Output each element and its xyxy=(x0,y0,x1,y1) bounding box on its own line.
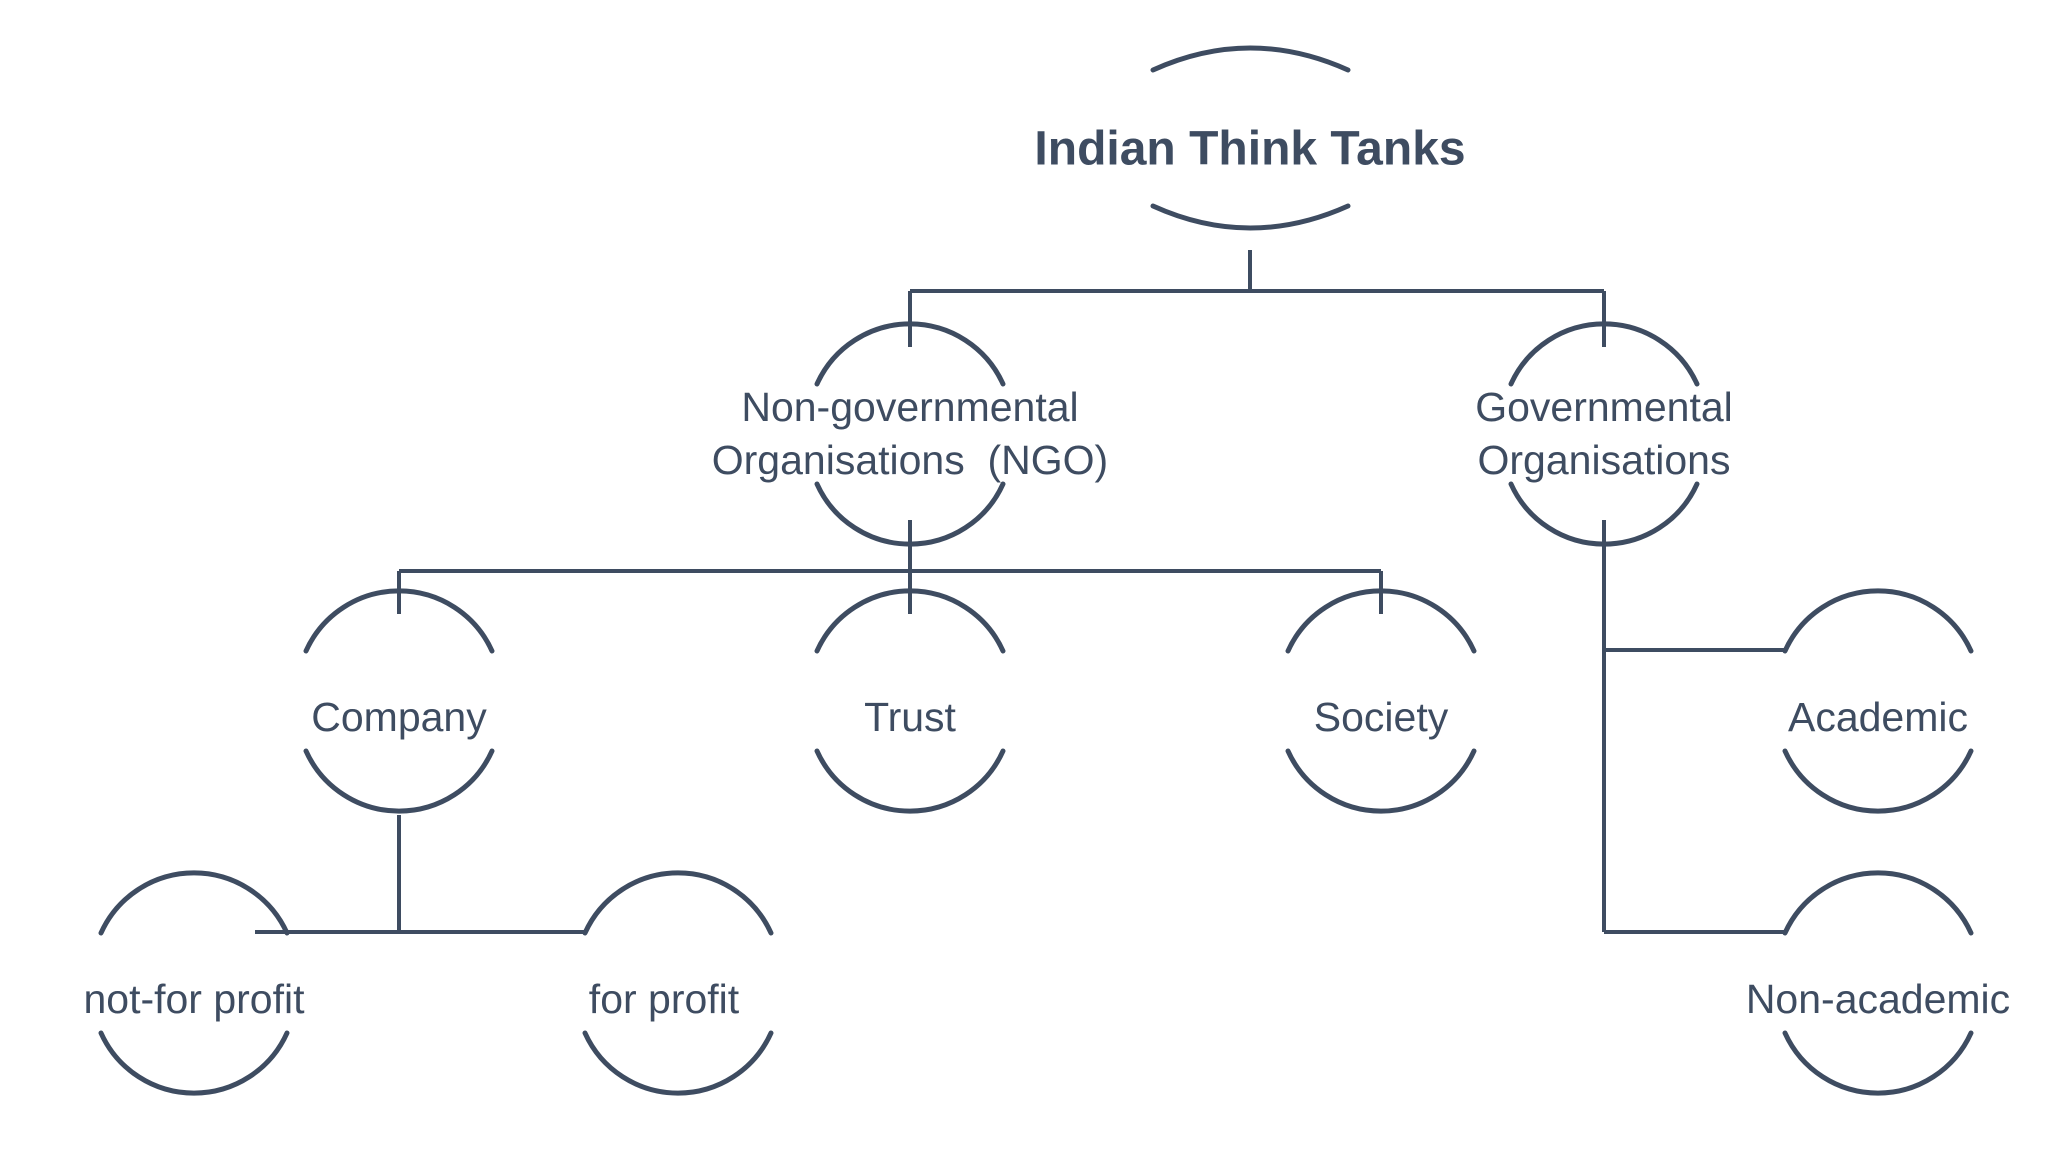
node-arc-top xyxy=(1150,45,1351,73)
node-arc-top xyxy=(814,321,1006,387)
node-label-non-academic: Non-academic xyxy=(1746,976,2010,1022)
node-arc-top xyxy=(1782,588,1974,654)
node-arc-bottom xyxy=(1782,748,1974,814)
node-academic[interactable]: Academic xyxy=(1782,588,1974,814)
node-arc-top xyxy=(814,588,1006,654)
node-label-root: Indian Think Tanks xyxy=(1034,123,1465,176)
edge-layer xyxy=(255,250,1785,934)
node-arc-bottom xyxy=(98,1030,290,1096)
node-governmental-organisations[interactable]: Governmental Organisations xyxy=(1475,321,1733,547)
node-label-gov-line2: Organisations xyxy=(1478,437,1731,483)
node-label-trust: Trust xyxy=(864,694,956,740)
node-trust[interactable]: Trust xyxy=(814,588,1006,814)
node-label-society: Society xyxy=(1314,694,1449,740)
node-arc-top xyxy=(98,870,290,936)
node-society[interactable]: Society xyxy=(1285,588,1477,814)
node-label-company: Company xyxy=(311,694,487,740)
node-non-governmental-organisations[interactable]: Non-governmental Organisations (NGO) xyxy=(712,321,1108,547)
node-arc-bottom xyxy=(1285,748,1477,814)
node-arc-bottom xyxy=(1782,1030,1974,1096)
node-arc-bottom xyxy=(1150,203,1351,231)
node-arc-bottom xyxy=(814,481,1006,547)
node-arc-top xyxy=(303,588,495,654)
node-arc-top xyxy=(1285,588,1477,654)
node-arc-bottom xyxy=(814,748,1006,814)
node-for-profit[interactable]: for profit xyxy=(582,870,774,1096)
node-label-not-for-profit: not-for profit xyxy=(83,976,305,1022)
node-arc-top xyxy=(1508,321,1700,387)
node-arc-bottom xyxy=(303,748,495,814)
node-not-for-profit[interactable]: not-for profit xyxy=(83,870,305,1096)
node-arc-top xyxy=(1782,870,1974,936)
node-label-for-profit: for profit xyxy=(589,976,740,1022)
node-indian-think-tanks[interactable]: Indian Think Tanks xyxy=(1034,45,1466,231)
node-company[interactable]: Company xyxy=(303,588,495,814)
node-non-academic[interactable]: Non-academic xyxy=(1746,870,2010,1096)
node-label-ngo-line1: Non-governmental xyxy=(741,384,1078,430)
node-label-ngo-line2: Organisations (NGO) xyxy=(712,437,1108,483)
node-label-academic: Academic xyxy=(1788,694,1968,740)
node-arc-bottom xyxy=(1508,481,1700,547)
node-arc-top xyxy=(582,870,774,936)
node-arc-bottom xyxy=(582,1030,774,1096)
node-label-gov-line1: Governmental xyxy=(1475,384,1733,430)
